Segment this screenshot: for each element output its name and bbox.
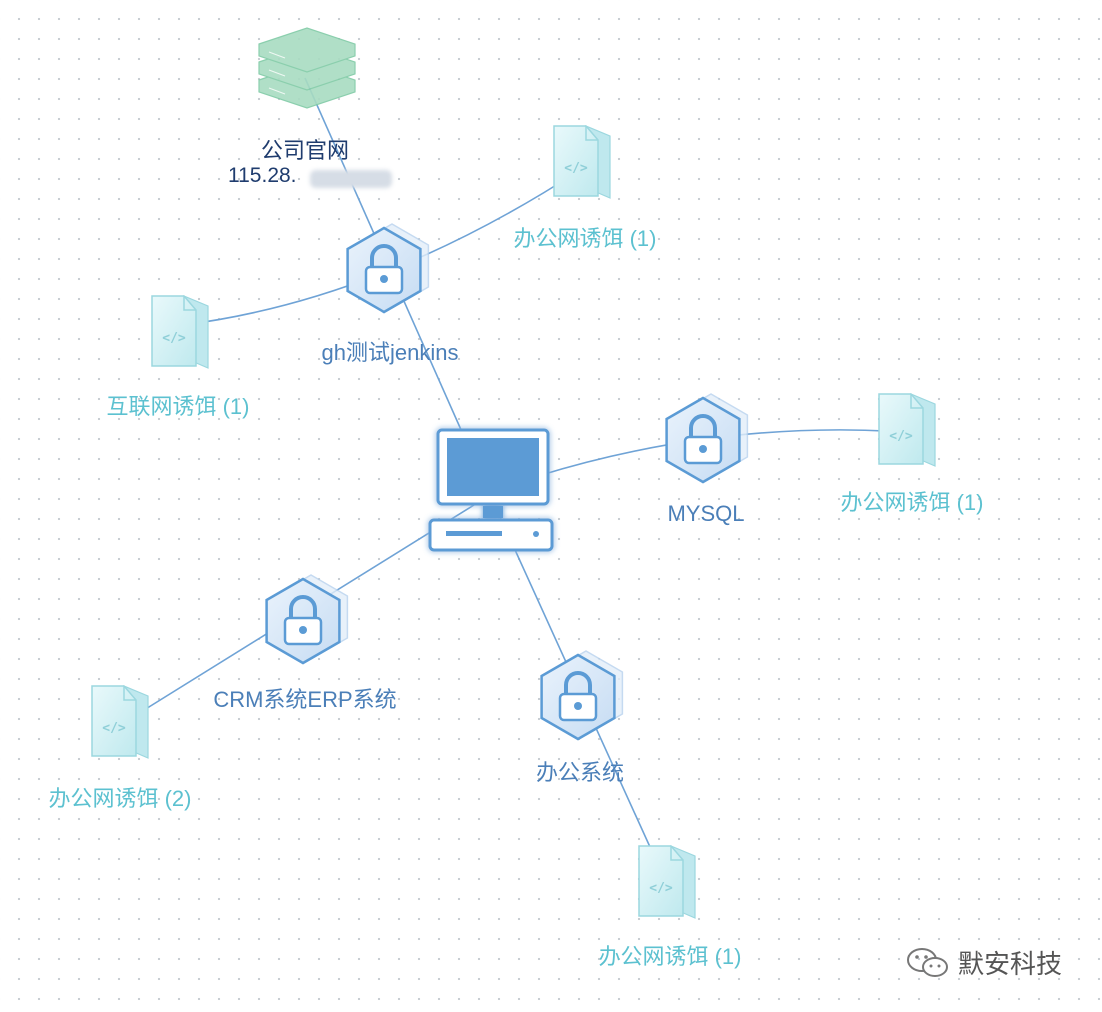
- crm-shield-icon[interactable]: [265, 574, 349, 665]
- watermark: 默安科技: [906, 944, 1062, 981]
- svg-text:</>: </>: [102, 721, 126, 736]
- server-stack-icon[interactable]: [258, 27, 356, 109]
- ip-redaction: [310, 170, 392, 188]
- bait-file-icon-right[interactable]: </>: [878, 393, 936, 467]
- bait-file-icon-left[interactable]: </>: [151, 295, 209, 369]
- watermark-text: 默安科技: [958, 949, 1063, 979]
- crm-label: CRM系统ERP系统: [213, 687, 397, 712]
- svg-text:</>: </>: [649, 881, 673, 896]
- bait-label-bottom-left: 办公网诱饵 (2): [48, 786, 192, 811]
- website-ip: 115.28.: [228, 164, 297, 187]
- bait-file-icon-bottom[interactable]: </>: [638, 845, 696, 919]
- bait-label-top-right: 办公网诱饵 (1): [513, 226, 657, 251]
- website-label: 公司官网: [260, 138, 350, 163]
- mysql-shield-icon[interactable]: [665, 393, 749, 484]
- wechat-icon: [907, 947, 948, 977]
- office-shield-icon[interactable]: [540, 650, 624, 741]
- bait-label-right: 办公网诱饵 (1): [840, 490, 984, 515]
- svg-text:</>: </>: [162, 331, 186, 346]
- jenkins-label: gh测试jenkins: [321, 340, 459, 365]
- bait-label-left: 互联网诱饵 (1): [106, 394, 250, 419]
- jenkins-shield-icon[interactable]: [346, 223, 430, 314]
- svg-text:</>: </>: [889, 429, 913, 444]
- bait-label-bottom: 办公网诱饵 (1): [598, 944, 742, 969]
- office-label: 办公系统: [535, 760, 625, 785]
- bait-file-icon-bottom-left[interactable]: </>: [91, 685, 149, 759]
- bait-file-icon-top-right[interactable]: </>: [553, 125, 611, 199]
- svg-text:</>: </>: [564, 161, 588, 176]
- mysql-label: MYSQL: [667, 501, 745, 526]
- computer-icon[interactable]: [428, 428, 554, 552]
